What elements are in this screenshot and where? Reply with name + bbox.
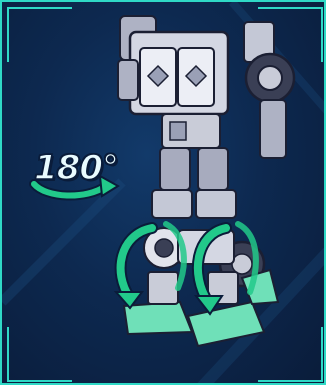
rotation-badge: 180°	[28, 140, 124, 206]
rotation-label: 180°	[34, 148, 118, 188]
